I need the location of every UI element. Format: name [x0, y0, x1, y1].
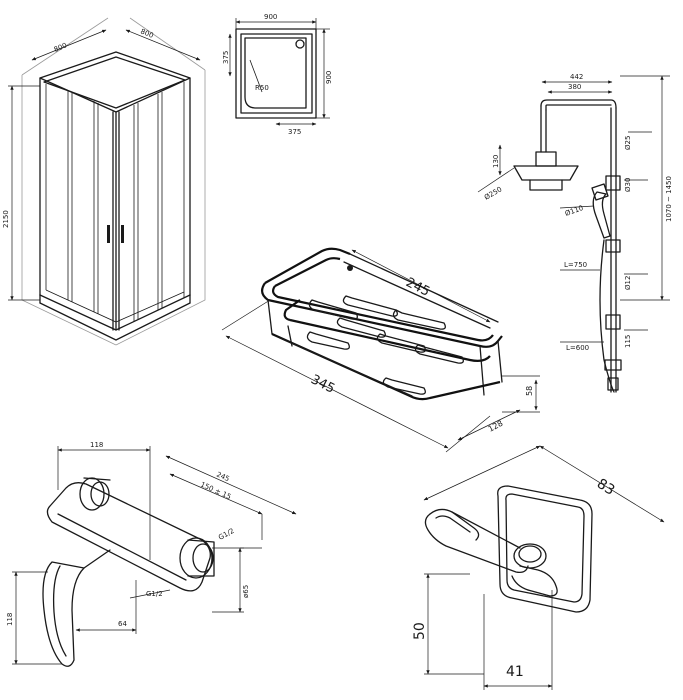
mixer-inlet-dim: G1/2: [217, 527, 236, 542]
system-height-dim: 1070 ~ 1450: [665, 176, 673, 222]
shelf-depth-dim: 128: [487, 419, 505, 434]
cabin-width-dim: 800: [53, 41, 68, 53]
tray-bottom-dim: 375: [288, 128, 301, 136]
bar-diameter-dim: Ø12: [624, 276, 632, 290]
hook-length-dim: 83: [594, 476, 618, 499]
valve-dim: 115: [624, 335, 632, 348]
head-diameter-dim: Ø250: [483, 185, 503, 201]
holder-dim: Ø30: [624, 178, 632, 192]
shower-tray: [228, 18, 330, 126]
mixer-height-dim: 118: [6, 613, 14, 626]
cabin-height-dim: 2150: [2, 210, 10, 228]
offset-dim: Ø25: [624, 136, 632, 150]
bar-length-dim: L=750: [564, 261, 587, 269]
hook-height-dim: 50: [412, 622, 428, 640]
mixer-depth-dim: 118: [90, 441, 103, 449]
shower-mixer: [12, 446, 297, 667]
mixer-flange-dim: ø65: [242, 585, 250, 598]
shelf-length-top-dim: 245: [403, 275, 432, 300]
wire-shelf: [221, 247, 540, 453]
handshower-dim: Ø110: [564, 204, 584, 218]
shower-cabin: [8, 17, 206, 346]
tray-radius-dim: R50: [255, 84, 269, 92]
tray-left-dim: 375: [222, 51, 230, 64]
mixer-outlet-dim: G1/2: [146, 590, 163, 598]
shelf-length-bottom-dim: 345: [308, 372, 337, 397]
hose-length-dim: L=600: [566, 344, 589, 352]
shelf-height-dim: 58: [525, 386, 534, 396]
head-height-dim: 130: [492, 155, 500, 168]
hook-width-dim: 41: [506, 664, 524, 680]
cabin-depth-dim: 800: [139, 27, 154, 39]
tray-width-dim: 900: [264, 13, 277, 21]
arm-inner-dim: 380: [568, 83, 581, 91]
mixer-offset-dim: 64: [118, 620, 127, 628]
tray-depth-dim: 900: [325, 71, 333, 84]
double-hook: [423, 445, 665, 690]
shower-system: [477, 75, 670, 393]
arm-outer-dim: 442: [570, 73, 583, 81]
